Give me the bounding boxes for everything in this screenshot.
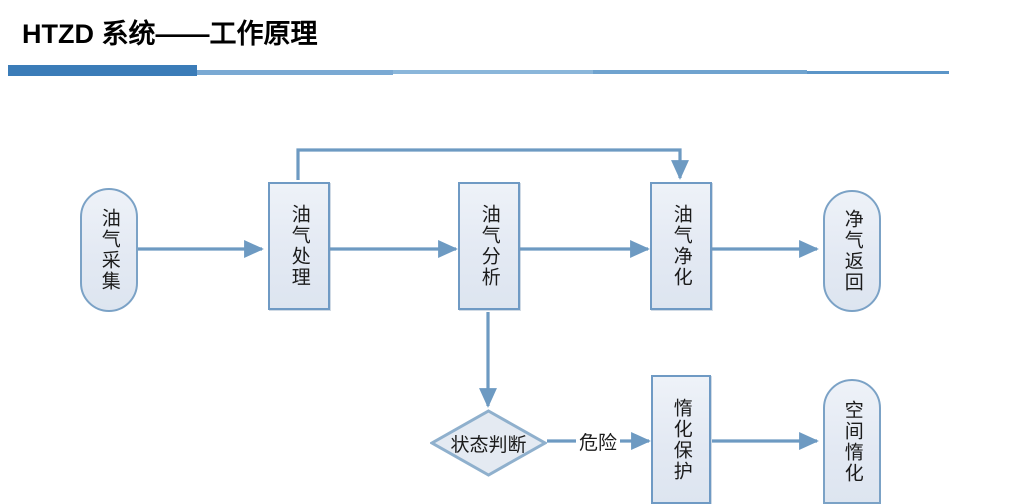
node-decide[interactable]: 状态判断 <box>430 409 547 477</box>
node-analyze-label: 油气分析 <box>478 204 500 288</box>
divider-segment-tertiary <box>393 70 593 74</box>
node-return[interactable]: 净气返回 <box>823 190 881 312</box>
edge-treat-feedback-to-purify <box>296 148 689 180</box>
divider-segment-quinary <box>807 71 949 74</box>
node-spaceinert-label: 空间惰化 <box>841 399 863 484</box>
node-inert-label: 惰化保护 <box>670 397 692 482</box>
node-spaceinert[interactable]: 空间惰化 <box>823 379 881 504</box>
node-collect-label: 油气采集 <box>98 208 120 292</box>
node-return-label: 净气返回 <box>841 209 863 293</box>
title-divider <box>0 60 1011 80</box>
node-purify-label: 油气净化 <box>670 204 692 288</box>
node-treat[interactable]: 油气处理 <box>268 182 330 310</box>
node-collect[interactable]: 油气采集 <box>80 188 138 312</box>
node-inert[interactable]: 惰化保护 <box>651 375 711 504</box>
page-title: HTZD 系统——工作原理 <box>22 19 318 49</box>
node-purify[interactable]: 油气净化 <box>650 182 712 310</box>
edge-label-danger: 危险 <box>576 428 621 455</box>
divider-segment-quaternary <box>593 70 807 74</box>
divider-segment-secondary <box>197 70 393 75</box>
diamond-shape <box>430 409 547 477</box>
divider-segment-primary <box>8 65 197 76</box>
node-analyze[interactable]: 油气分析 <box>458 182 520 310</box>
node-decide-label: 状态判断 <box>450 434 527 456</box>
node-treat-label: 油气处理 <box>288 204 310 288</box>
